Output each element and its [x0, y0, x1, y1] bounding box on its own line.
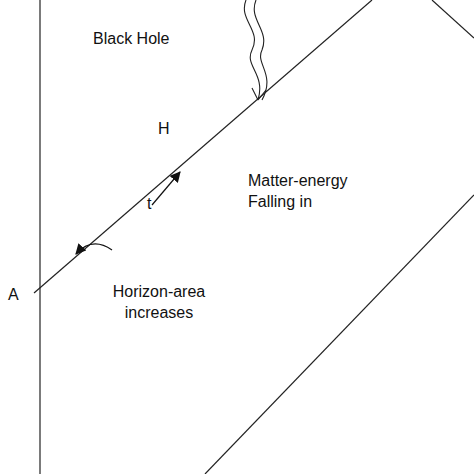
time-arrow [152, 172, 180, 205]
infall-line [205, 195, 474, 474]
boundary-line [432, 0, 474, 38]
region-label: Black Hole [93, 28, 213, 49]
horizon-label: H [158, 118, 188, 139]
infall-note: Matter-energy Falling in [248, 170, 366, 212]
infall-arrow [244, 0, 266, 100]
area-arrow [76, 244, 112, 254]
infall-arrow-outline [254, 0, 267, 100]
origin-line [39, 0, 40, 474]
point-label: A [8, 284, 38, 305]
area-note: Horizon-area increases [100, 281, 218, 323]
horizon-line [34, 0, 372, 293]
time-label: t [147, 193, 177, 214]
